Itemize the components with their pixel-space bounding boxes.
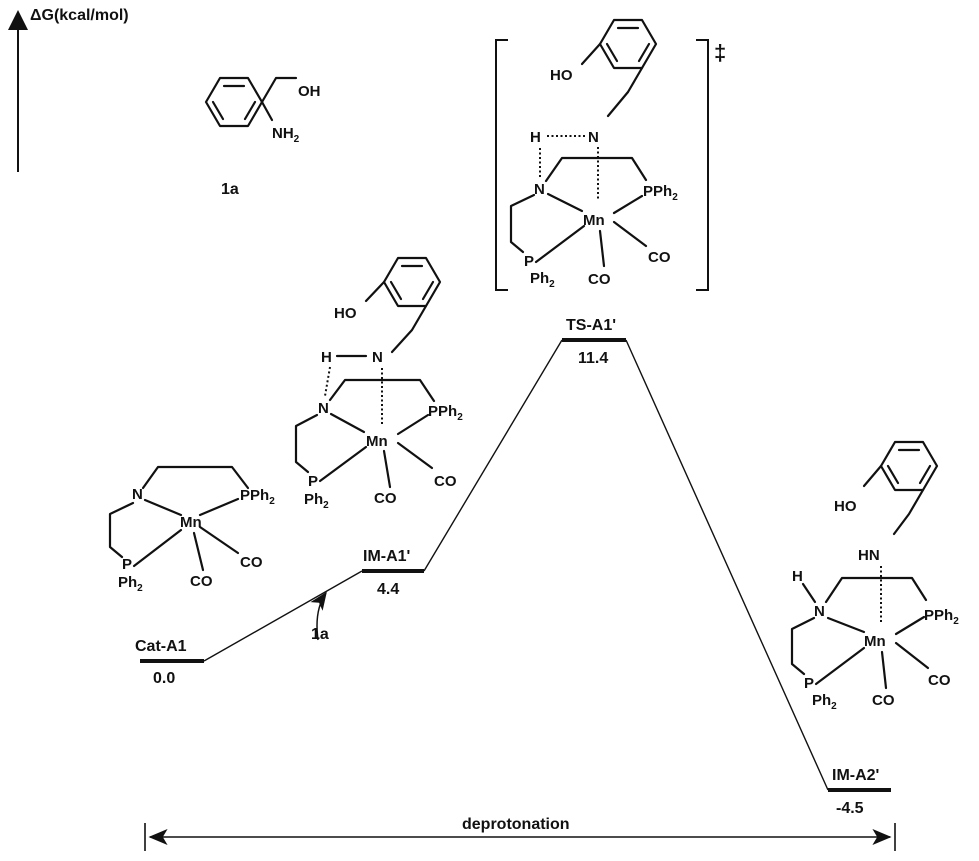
svg-text:P: P — [804, 675, 814, 692]
svg-text:PPh2: PPh2 — [428, 403, 463, 423]
state-labels: Cat-A1 0.0 IM-A1' 4.4 TS-A1' 11.4 IM-A2'… — [135, 317, 879, 817]
structure-cat-a1: N Mn PPh2 CO CO P Ph2 — [108, 465, 275, 594]
state-energy-im2: -4.5 — [836, 800, 864, 817]
state-energy-cat: 0.0 — [153, 670, 175, 687]
reactant-1a: OH NH2 1a — [204, 76, 321, 198]
svg-text:P: P — [308, 473, 318, 490]
svg-text:H: H — [792, 568, 803, 585]
bottom-label: deprotonation — [462, 816, 570, 833]
svg-text:N: N — [372, 349, 383, 366]
state-name-cat: Cat-A1 — [135, 638, 187, 655]
state-energy-ts1: 11.4 — [578, 350, 608, 367]
state-name-ts1: TS-A1' — [566, 317, 616, 334]
svg-text:Mn: Mn — [180, 514, 202, 531]
svg-text:HO: HO — [834, 498, 857, 515]
svg-text:CO: CO — [648, 249, 671, 266]
svg-text:Mn: Mn — [864, 633, 886, 650]
svg-text:N: N — [318, 400, 329, 417]
reactant-label: 1a — [221, 181, 239, 198]
svg-text:Ph2: Ph2 — [530, 270, 555, 290]
svg-text:Ph2: Ph2 — [304, 491, 329, 511]
svg-text:N: N — [588, 129, 599, 146]
svg-text:H: H — [321, 349, 332, 366]
svg-text:CO: CO — [374, 490, 397, 507]
svg-text:PPh2: PPh2 — [643, 183, 678, 203]
svg-text:Mn: Mn — [366, 433, 388, 450]
svg-text:CO: CO — [240, 554, 263, 571]
state-name-im1: IM-A1' — [363, 548, 410, 565]
nh2-label: NH2 — [272, 125, 300, 145]
state-energy-im1: 4.4 — [377, 581, 399, 598]
svg-text:N: N — [534, 181, 545, 198]
svg-text:PPh2: PPh2 — [924, 607, 959, 627]
svg-text:CO: CO — [190, 573, 213, 590]
svg-text:CO: CO — [872, 692, 895, 709]
y-axis: ΔG(kcal/mol) — [8, 7, 129, 172]
deprotonation-arrow: deprotonation — [144, 816, 896, 851]
svg-text:CO: CO — [434, 473, 457, 490]
svg-text:P: P — [524, 253, 534, 270]
svg-text:HN: HN — [858, 547, 880, 564]
structure-im-a1: HO H N N Mn PPh2 CO CO P Ph2 — [294, 256, 463, 511]
energy-levels — [140, 338, 891, 792]
svg-text:CO: CO — [928, 672, 951, 689]
svg-text:N: N — [814, 603, 825, 620]
arrow-label: 1a — [311, 626, 329, 643]
svg-text:Ph2: Ph2 — [812, 692, 837, 712]
svg-text:CO: CO — [588, 271, 611, 288]
oh-label: OH — [298, 83, 321, 100]
state-name-im2: IM-A2' — [832, 767, 879, 784]
svg-text:Ph2: Ph2 — [118, 574, 143, 594]
ts-symbol: ‡ — [714, 40, 726, 65]
structure-im-a2: HO HN H N Mn PPh2 CO CO P Ph2 — [790, 440, 959, 712]
svg-text:Mn: Mn — [583, 212, 605, 229]
svg-text:P: P — [122, 556, 132, 573]
substrate-addition-arrow: 1a — [310, 591, 329, 643]
svg-text:N: N — [132, 486, 143, 503]
structure-ts-a1: ‡ HO H N N Mn PPh2 CO CO P Ph2 — [495, 18, 726, 291]
connectors — [203, 339, 829, 791]
y-axis-label: ΔG(kcal/mol) — [30, 7, 129, 24]
svg-text:H: H — [530, 129, 541, 146]
svg-text:PPh2: PPh2 — [240, 487, 275, 507]
svg-text:HO: HO — [334, 305, 357, 322]
svg-text:HO: HO — [550, 67, 573, 84]
